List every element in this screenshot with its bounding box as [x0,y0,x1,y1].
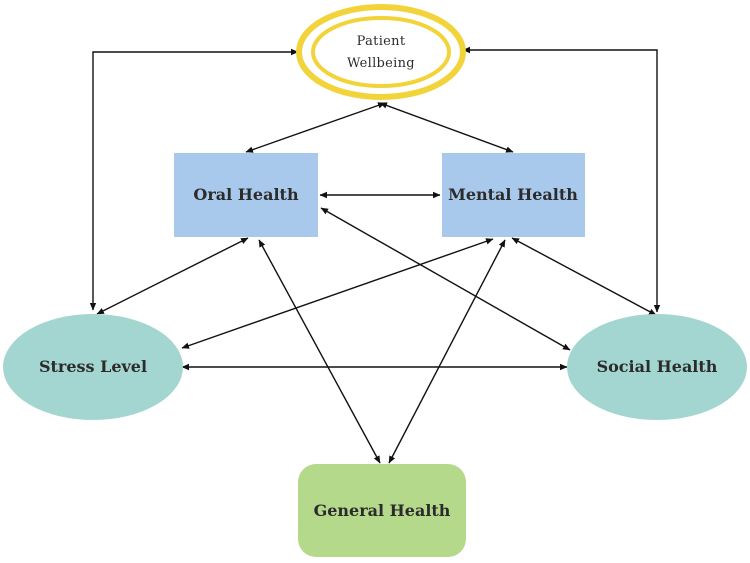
social-health-ellipse [567,314,747,420]
oral-health-box [174,153,318,237]
general-health-box [298,464,466,557]
wellbeing-inner-ring [311,16,451,88]
mental-health-box [442,153,585,237]
edge-oral-wellbeing [245,102,386,153]
edge-mental-stress [181,238,494,349]
edge-layer [89,46,661,464]
wellbeing-label-line2: Wellbeing [347,56,415,71]
node-social-health: Social Health [567,314,747,420]
edge-social-wellbeing [462,46,661,313]
node-general-health: General Health [298,464,466,557]
edge-mental-general [388,239,506,464]
node-stress-level: Stress Level [3,314,183,420]
node-mental-health: Mental Health [442,153,585,237]
node-patient-wellbeing: Patient Wellbeing [296,4,466,100]
wellbeing-label-line1: Patient [357,34,406,49]
edge-oral-stress [96,237,249,315]
edge-oral-general [258,239,381,464]
oral-health-label: Oral Health [193,185,299,204]
stress-level-label: Stress Level [39,357,147,376]
edge-mental-wellbeing [379,102,514,153]
node-oral-health: Oral Health [174,153,318,237]
stress-level-ellipse [3,314,183,420]
social-health-label: Social Health [597,357,718,376]
mental-health-label: Mental Health [448,185,578,204]
edge-mental-social [511,237,657,316]
general-health-label: General Health [314,501,451,520]
edge-stress-wellbeing [89,48,299,311]
